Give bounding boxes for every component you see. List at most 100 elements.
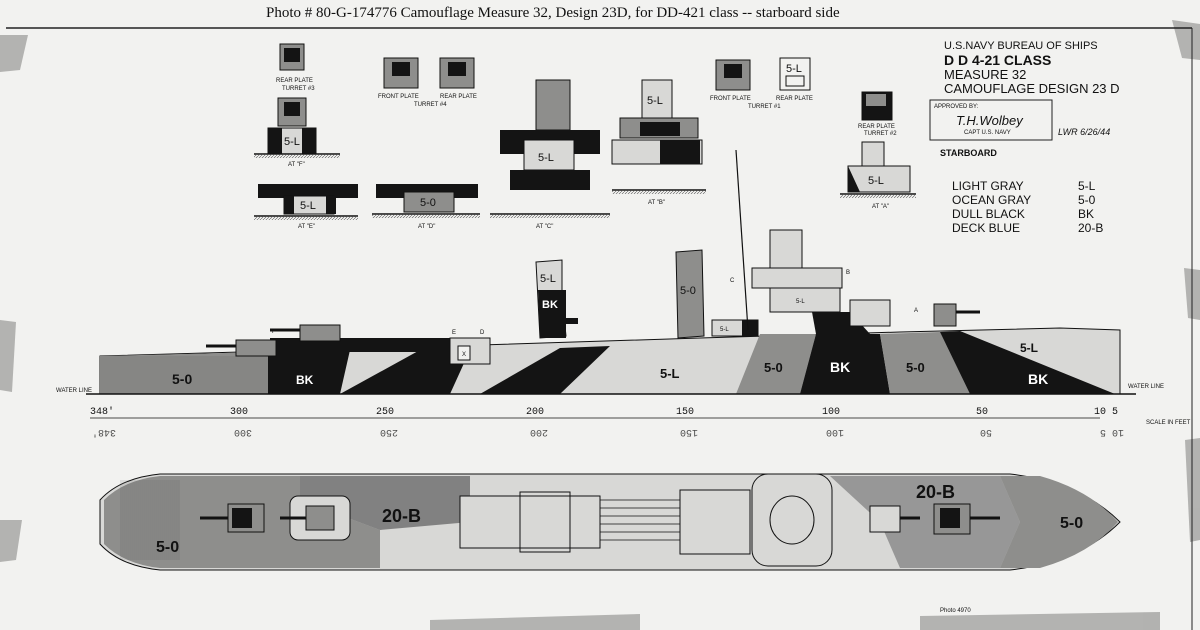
scale-mirror-7: 10 5 bbox=[1100, 426, 1124, 437]
marker-b: B bbox=[846, 270, 850, 276]
legend-name-0: LIGHT GRAY bbox=[952, 179, 1024, 193]
bridge-5l-label: 5-L bbox=[796, 299, 805, 305]
scale-mirror-1: 300 bbox=[234, 426, 252, 437]
funnel-aft-5l: 5-L bbox=[540, 273, 556, 285]
title-design: CAMOUFLAGE DESIGN 23 D bbox=[944, 81, 1120, 96]
at-b-label: AT "B" bbox=[648, 200, 665, 206]
turret1-rear-label: REAR PLATE bbox=[776, 96, 813, 102]
photo-caption: Photo # 80-G-174776 Camouflage Measure 3… bbox=[266, 5, 840, 21]
scale-tick-3: 200 bbox=[526, 407, 544, 418]
turret4-label: TURRET #4 bbox=[414, 102, 447, 108]
scale-mirror-2: 250 bbox=[380, 426, 398, 437]
legend-code-1: 5-0 bbox=[1078, 193, 1096, 207]
detail-turret-1: 5-L FRONT PLATE REAR PLATE TURRET #1 bbox=[710, 57, 813, 110]
scale-tick-4: 150 bbox=[676, 407, 694, 418]
at-f-label: AT "F" bbox=[288, 162, 305, 168]
waterline-left: WATER LINE bbox=[56, 388, 92, 394]
plan-5o-bow: 5-0 bbox=[1060, 515, 1083, 532]
plan-20b-aft: 20-B bbox=[382, 506, 421, 526]
legend-name-1: OCEAN GRAY bbox=[952, 193, 1031, 207]
hull-fwd-bk-1: BK bbox=[830, 359, 850, 375]
detail-turret-2-and-at-a: REAR PLATE TURRET #2 5-L AT "A" bbox=[840, 91, 916, 210]
marker-f: F bbox=[272, 329, 276, 335]
scale-mirror-6: 50 bbox=[980, 426, 992, 437]
turret4-rear-label: REAR PLATE bbox=[440, 94, 477, 100]
scale-tick-0: 348' bbox=[90, 406, 114, 418]
ship-profile: X 5-L BK 5-0 5-L 5-L F E D C B A 5-0 BK … bbox=[56, 149, 1164, 395]
ship-plan-view: 20-B 20-B 5-0 5-0 bbox=[99, 473, 1121, 571]
title-block: U.S.NAVY BUREAU OF SHIPS D D 4-21 CLASS … bbox=[929, 40, 1120, 158]
turret2-label: TURRET #2 bbox=[864, 131, 897, 137]
title-measure: MEASURE 32 bbox=[944, 67, 1026, 82]
scale-tick-6: 50 bbox=[976, 407, 988, 418]
detail-turret-3: REAR PLATE TURRET #3 bbox=[276, 43, 315, 92]
at-e-code: 5-L bbox=[300, 200, 316, 212]
at-a-label: AT "A" bbox=[872, 204, 889, 210]
legend-code-2: BK bbox=[1078, 207, 1094, 221]
deck-5l-label: 5-L bbox=[720, 327, 729, 333]
approval-signature: T.H.Wolbey bbox=[956, 113, 1024, 128]
detail-at-c: 5-L AT "C" bbox=[490, 79, 610, 230]
title-class: D D 4-21 CLASS bbox=[944, 52, 1051, 68]
turret3-label: TURRET #3 bbox=[282, 86, 315, 92]
distance-scale: 348' 300 250 200 150 100 50 10 5 348' 30… bbox=[90, 406, 1191, 438]
funnel-fwd-label: 5-0 bbox=[680, 285, 696, 297]
waterline-right: WATER LINE bbox=[1128, 384, 1164, 390]
scale-mirror-0: 348' bbox=[92, 426, 116, 438]
legend-name-3: DECK BLUE bbox=[952, 221, 1020, 235]
detail-turret-4: FRONT PLATE REAR PLATE TURRET #4 bbox=[378, 57, 477, 108]
hull-bow-bk: BK bbox=[1028, 371, 1048, 387]
marker-a: A bbox=[914, 308, 918, 314]
detail-at-f: 5-L AT "F" bbox=[254, 97, 340, 168]
at-f-code: 5-L bbox=[284, 136, 300, 148]
at-d-label: AT "D" bbox=[418, 224, 435, 230]
at-a-code: 5-L bbox=[868, 175, 884, 187]
hull-fwd-5o-2: 5-0 bbox=[906, 360, 925, 375]
detail-at-d: 5-0 AT "D" bbox=[372, 184, 480, 230]
legend-code-3: 20-B bbox=[1078, 221, 1103, 235]
turret4-front-label: FRONT PLATE bbox=[378, 94, 419, 100]
scale-tick-7: 10 5 bbox=[1094, 407, 1118, 418]
plan-5o-stern: 5-0 bbox=[156, 539, 179, 556]
hull-aft-bk: BK bbox=[296, 373, 314, 387]
hatch-x-label: X bbox=[462, 352, 466, 358]
detail-at-e: 5-L AT "E" bbox=[254, 184, 358, 230]
at-b-code: 5-L bbox=[647, 95, 663, 107]
marker-e: E bbox=[452, 330, 456, 336]
color-legend: LIGHT GRAY 5-L OCEAN GRAY 5-0 DULL BLACK… bbox=[952, 179, 1103, 235]
marker-c: C bbox=[730, 278, 735, 284]
legend-code-0: 5-L bbox=[1078, 179, 1096, 193]
turret2-plate-label: REAR PLATE bbox=[858, 124, 895, 130]
view-label: STARBOARD bbox=[940, 148, 997, 158]
scale-mirror-4: 150 bbox=[680, 426, 698, 437]
hull-aft-5o: 5-0 bbox=[172, 371, 192, 387]
scale-mirror-3: 200 bbox=[530, 426, 548, 437]
hull-mid-5l: 5-L bbox=[660, 366, 680, 381]
turret1-front-label: FRONT PLATE bbox=[710, 96, 751, 102]
title-navy: U.S.NAVY BUREAU OF SHIPS bbox=[944, 40, 1098, 52]
approval-label: APPROVED BY: bbox=[934, 104, 979, 110]
approval-stamp bbox=[929, 99, 1053, 141]
turret1-code: 5-L bbox=[786, 63, 802, 75]
detail-at-b: 5-L AT "B" bbox=[611, 79, 706, 206]
scale-tick-1: 300 bbox=[230, 407, 248, 418]
approval-rank: CAPT U.S. NAVY bbox=[964, 130, 1011, 136]
scale-tick-2: 250 bbox=[376, 407, 394, 418]
at-d-code: 5-0 bbox=[420, 197, 436, 209]
turret3-plate-label: REAR PLATE bbox=[276, 78, 313, 84]
at-c-code: 5-L bbox=[538, 152, 554, 164]
scale-label: SCALE IN FEET bbox=[1146, 420, 1191, 426]
scale-mirror-5: 100 bbox=[826, 426, 844, 437]
scale-tick-5: 100 bbox=[822, 407, 840, 418]
footnote-stamp: Photo 4970 bbox=[940, 608, 971, 614]
hull-fwd-5o-1: 5-0 bbox=[764, 360, 783, 375]
at-c-label: AT "C" bbox=[536, 224, 553, 230]
approval-initials: LWR 6/26/44 bbox=[1058, 127, 1110, 137]
plan-20b-fwd: 20-B bbox=[916, 482, 955, 502]
marker-d: D bbox=[480, 330, 485, 336]
funnel-aft-bk: BK bbox=[542, 299, 558, 311]
turret1-label: TURRET #1 bbox=[748, 104, 781, 110]
hull-bow-5l: 5-L bbox=[1020, 341, 1038, 355]
legend-name-2: DULL BLACK bbox=[952, 207, 1025, 221]
